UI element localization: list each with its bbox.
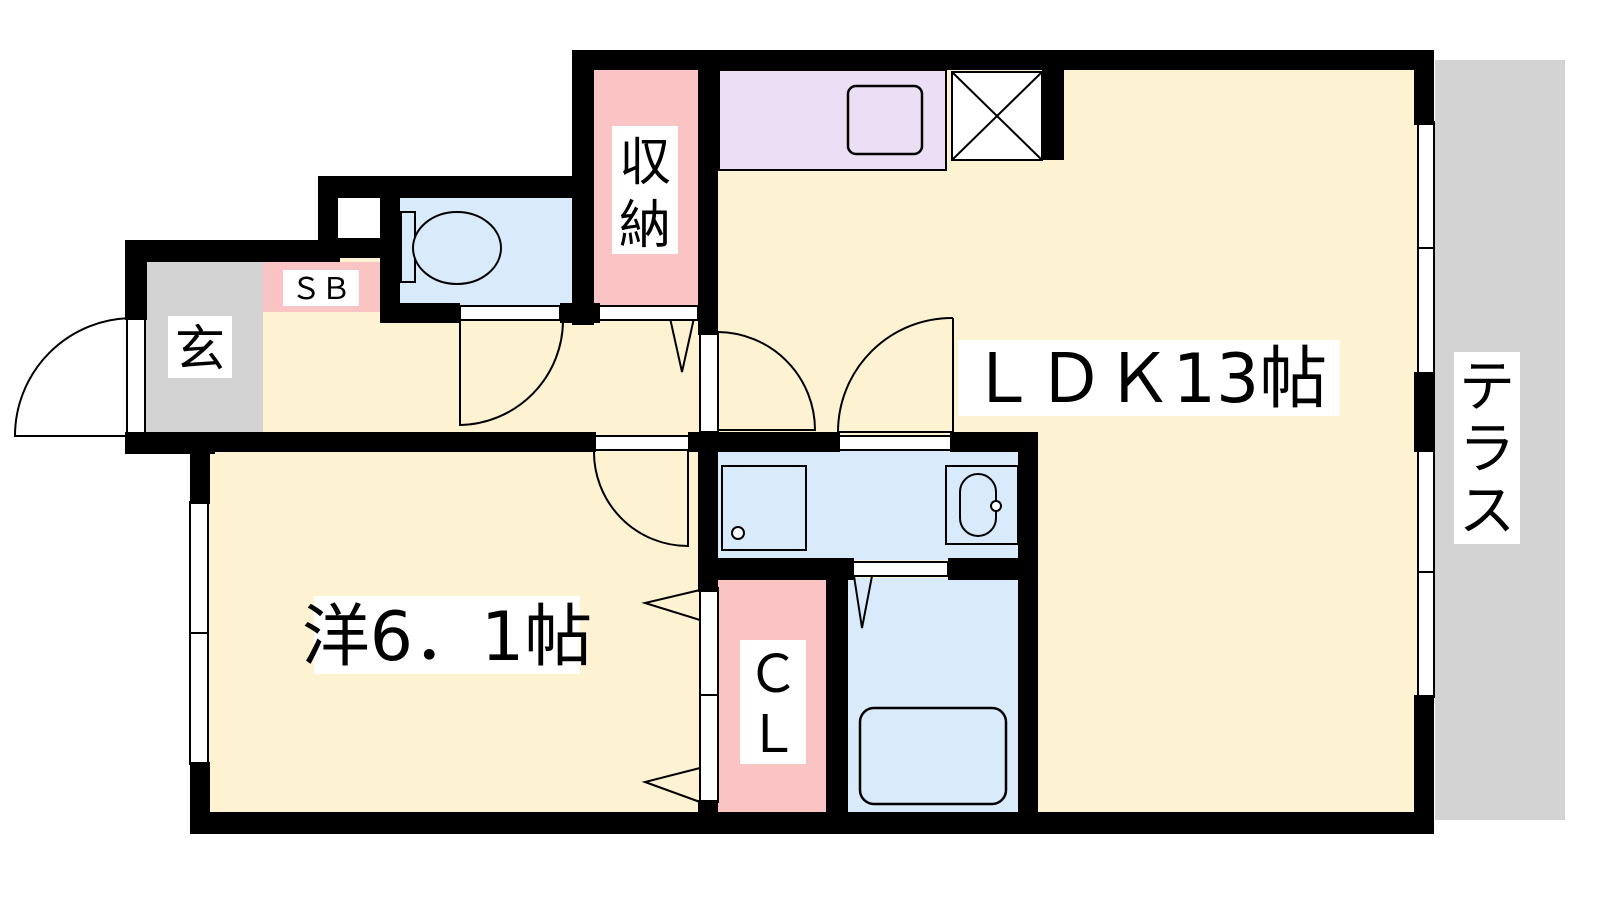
washbasin-icon <box>945 465 1019 545</box>
western-room-label: 洋6．1帖 <box>302 598 593 677</box>
stove-icon <box>951 71 1043 161</box>
toilet-icon <box>400 211 502 285</box>
washer-pan-icon <box>721 465 807 551</box>
closet-label-2: Ｌ <box>747 705 799 765</box>
walls <box>125 50 1434 834</box>
kitchen-sink-icon <box>846 84 924 156</box>
shoe-box-label: ＳＢ <box>291 272 351 307</box>
terrace-label-3: ス <box>1459 479 1515 544</box>
storage-label-2: 納 <box>619 196 671 256</box>
storage-label-1: 収 <box>619 133 671 193</box>
terrace-label-2: ラ <box>1459 417 1515 482</box>
terrace-label-1: テ <box>1459 355 1515 420</box>
closet-label-1: Ｃ <box>747 645 799 705</box>
bathtub-icon <box>858 706 1008 806</box>
entrance-label: 玄 <box>175 320 225 378</box>
door-swings <box>13 316 954 803</box>
windows <box>126 121 1435 803</box>
ldk-label: ＬＤＫ13帖 <box>969 340 1328 419</box>
